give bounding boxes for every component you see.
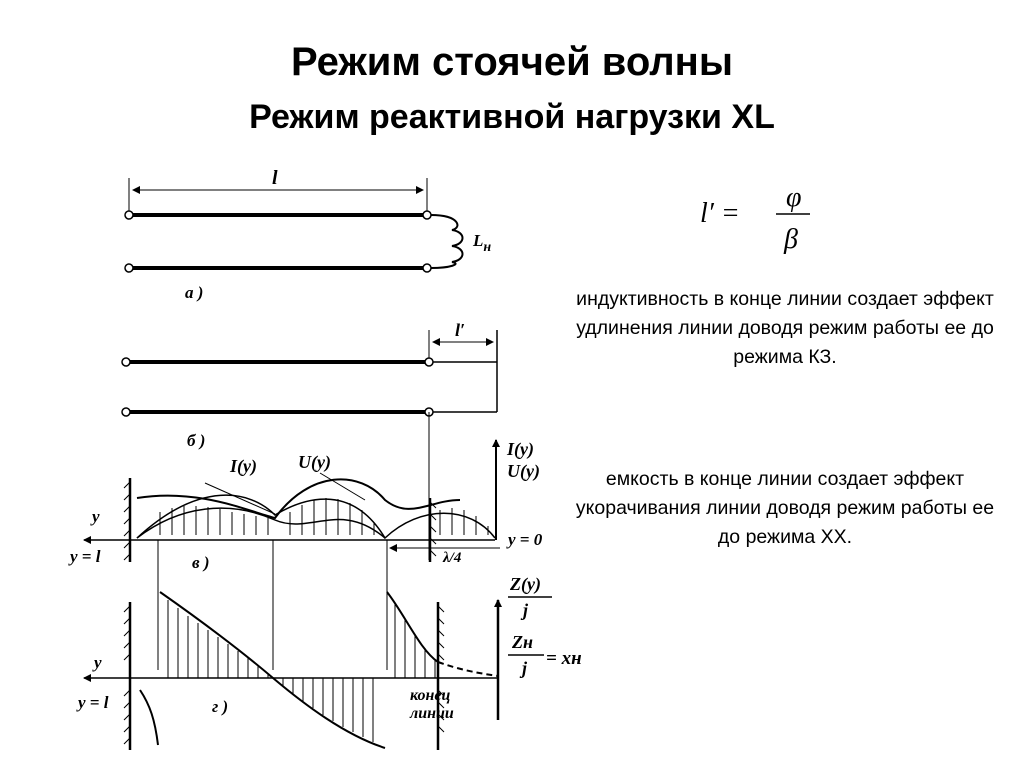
panel-a-label: а ) bbox=[185, 283, 203, 302]
inductance-symbol: L bbox=[472, 231, 483, 250]
capacitance-description: емкость в конце линии создает эффект уко… bbox=[575, 468, 995, 548]
panel-g-label: г ) bbox=[212, 697, 228, 716]
y-equals-l-label-g: y = l bbox=[76, 693, 109, 712]
current-axis-label: I(y) bbox=[506, 439, 534, 460]
load-denominator: j bbox=[519, 658, 528, 678]
formula-numerator: φ bbox=[786, 182, 802, 213]
impedance-denominator: j bbox=[520, 600, 529, 620]
load-impedance-label: Zн bbox=[511, 632, 533, 652]
voltage-curve bbox=[136, 478, 461, 520]
page-subtitle: Режим реактивной нагрузки XL bbox=[249, 98, 775, 136]
current-label: I(y) bbox=[229, 456, 257, 477]
length-label: l bbox=[272, 167, 278, 189]
length-formula: l′ = φ β bbox=[700, 182, 810, 255]
impedance-curve-2 bbox=[386, 591, 439, 663]
formula-denominator: β bbox=[783, 224, 798, 255]
y-axis-label-g: y bbox=[92, 653, 102, 672]
inductor-coil bbox=[430, 214, 464, 269]
y-equals-0-label: y = 0 bbox=[506, 530, 543, 549]
inductance-label: Lн bbox=[472, 231, 491, 255]
impedance-curve-left bbox=[139, 689, 159, 746]
voltage-label: U(y) bbox=[298, 452, 331, 473]
current-curve bbox=[136, 494, 496, 540]
length-prime-label: l′ bbox=[455, 320, 465, 340]
impedance-curve-dashed bbox=[437, 661, 499, 677]
quarter-wave-label: λ/4 bbox=[442, 550, 462, 566]
impedance-label: Z(y) bbox=[509, 574, 541, 595]
panel-v-label: в ) bbox=[192, 553, 210, 572]
panel-a bbox=[124, 178, 464, 273]
equals-xn-label: = xн bbox=[546, 648, 582, 669]
formula-lhs: l′ = bbox=[700, 198, 740, 229]
panel-b-label: б ) bbox=[187, 431, 205, 450]
panel-v bbox=[83, 439, 500, 562]
line-end-label-1: конец bbox=[410, 687, 450, 704]
y-axis-label: y bbox=[90, 507, 100, 526]
line-end-label-2: линии bbox=[409, 705, 454, 722]
y-equals-l-label: y = l bbox=[68, 547, 101, 566]
current-curve-low bbox=[136, 507, 386, 539]
inductance-description: индуктивность в конце линии создает эффе… bbox=[576, 288, 994, 368]
voltage-axis-label: U(y) bbox=[507, 461, 540, 482]
page-title: Режим стоячей волны bbox=[290, 40, 733, 84]
panel-g bbox=[83, 591, 502, 750]
impedance-curve-1 bbox=[159, 591, 386, 749]
panel-b bbox=[121, 330, 498, 560]
node-guides bbox=[157, 540, 388, 670]
inductance-subscript: н bbox=[483, 240, 491, 255]
